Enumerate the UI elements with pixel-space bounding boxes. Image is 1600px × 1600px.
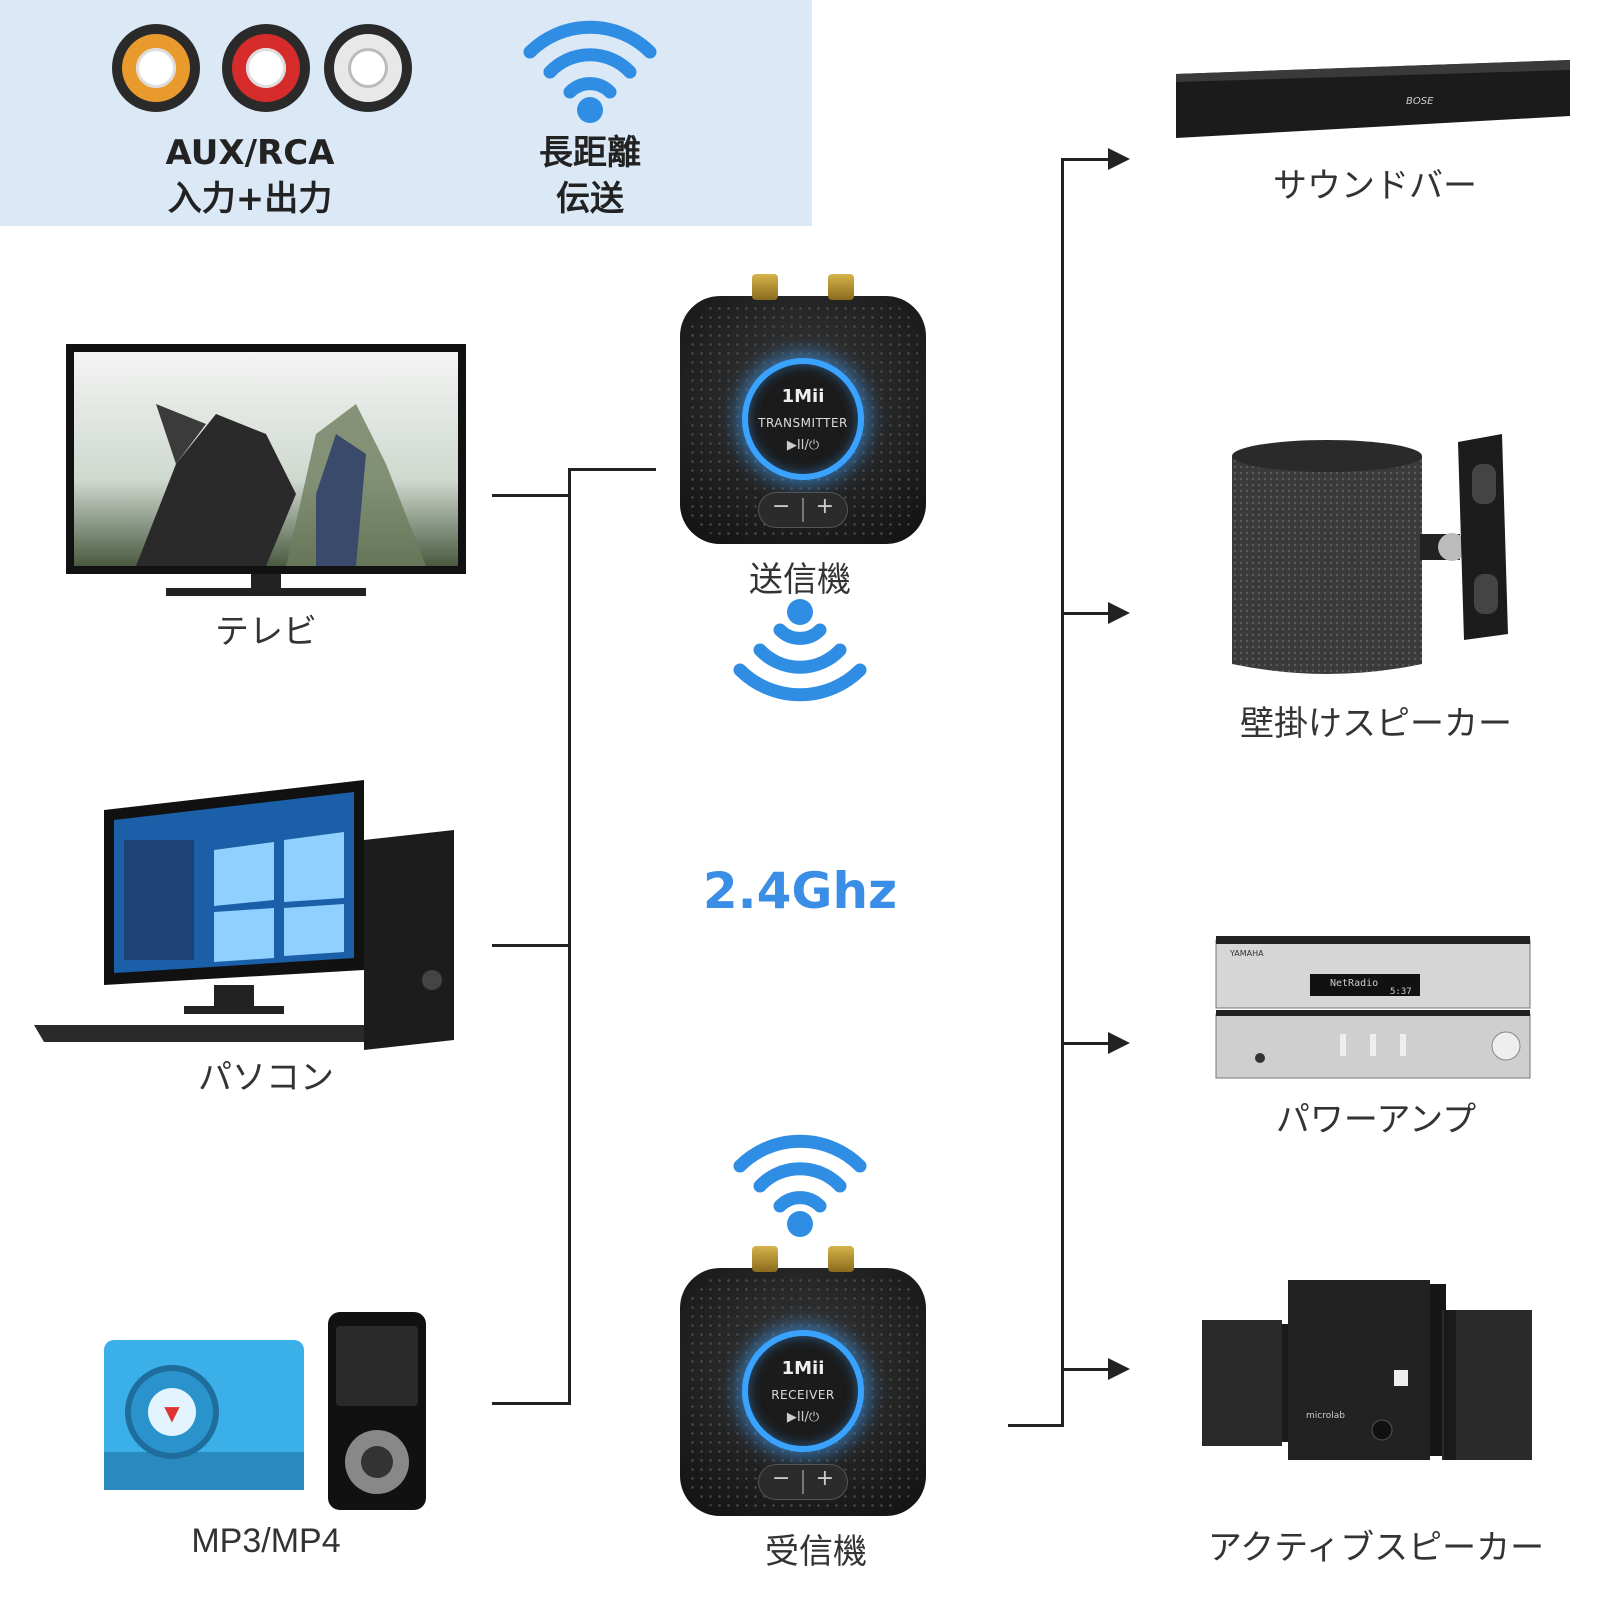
transmitter-device: 1Mii TRANSMITTER ▶II/⏻ − + [680, 274, 926, 544]
pc-label: パソコン [198, 1058, 334, 1098]
aux-feature-line1: AUX/RCA [165, 133, 335, 173]
soundbar-connector [1061, 158, 1111, 161]
range-feature-line1: 長距離 [539, 133, 641, 173]
wall-speaker-label: 壁掛けスピーカー [1240, 704, 1512, 744]
transmitter-play-power-icon: ▶II/⏻ [786, 438, 820, 453]
volume-up-icon[interactable]: + [815, 1466, 834, 1491]
receiver-mode: RECEIVER [771, 1388, 835, 1402]
receiver-power-ring[interactable]: 1Mii RECEIVER ▶II/⏻ [742, 1330, 864, 1452]
receiver-device: 1Mii RECEIVER ▶II/⏻ − + [680, 1246, 926, 1516]
transmitter-label: 送信機 [749, 560, 851, 600]
receiver-play-power-icon: ▶II/⏻ [786, 1410, 820, 1425]
active-speaker-connector [1061, 1368, 1111, 1371]
active-speaker-label: アクティブスピーカー [1207, 1528, 1545, 1568]
transmit-signal-icon [733, 599, 867, 702]
transmitter-connector [568, 468, 656, 471]
receiver-brand: 1Mii [781, 1358, 825, 1379]
active-speaker-image: microlab [1202, 1280, 1532, 1460]
volume-down-icon[interactable]: − [772, 1466, 791, 1491]
wall-speaker-arrow-icon [1108, 602, 1130, 624]
tv-connector [492, 494, 570, 497]
speaker-brand: microlab [1306, 1411, 1345, 1421]
power-amp-image: NetRadio 5:37 YAMAHA [1215, 936, 1531, 1079]
amp-display-text: NetRadio [1330, 978, 1378, 989]
soundbar-image: BOSE [1176, 60, 1570, 138]
transmitter-brand: 1Mii [781, 386, 825, 407]
source-bus-line [568, 468, 571, 1405]
mp3-label: MP3/MP4 [191, 1522, 341, 1560]
power-amp-label: パワーアンプ [1275, 1100, 1477, 1140]
volume-down-icon[interactable]: − [772, 494, 791, 519]
transmitter-volume-buttons[interactable]: − + [758, 492, 848, 528]
amp-brand: YAMAHA [1229, 949, 1264, 958]
receive-signal-icon [733, 1134, 867, 1237]
svg-text:▼: ▼ [164, 1401, 180, 1425]
feature-banner [0, 0, 812, 226]
wifi-range-icon [523, 20, 657, 123]
receiver-label: 受信機 [765, 1532, 867, 1572]
active-speaker-arrow-icon [1108, 1358, 1130, 1380]
aux-feature-line2: 入力+出力 [167, 179, 333, 219]
wall-speaker-image [1232, 434, 1508, 674]
mp3-connector [492, 1402, 570, 1405]
tv-label: テレビ [215, 612, 317, 652]
receiver-volume-buttons[interactable]: − + [758, 1464, 848, 1500]
power-amp-arrow-icon [1108, 1032, 1130, 1054]
soundbar-arrow-icon [1108, 148, 1130, 170]
receiver-connector [1008, 1424, 1064, 1427]
mp3-player-image: ▼ [104, 1312, 426, 1510]
rca-port-white-icon [324, 24, 412, 112]
wall-speaker-connector [1061, 612, 1111, 615]
rca-port-red-icon [222, 24, 310, 112]
soundbar-label: サウンドバー [1273, 166, 1477, 206]
pc-image [34, 780, 454, 1050]
soundbar-brand: BOSE [1406, 96, 1434, 107]
aux-feature-label: AUX/RCA 入力+出力 [130, 130, 370, 222]
range-feature-line2: 伝送 [556, 179, 624, 219]
transmitter-mode: TRANSMITTER [758, 416, 848, 430]
output-bus-line [1061, 158, 1064, 1427]
volume-up-icon[interactable]: + [815, 494, 834, 519]
frequency-label: 2.4Ghz [702, 862, 898, 920]
rca-port-orange-icon [112, 24, 200, 112]
pc-connector [492, 944, 570, 947]
power-amp-connector [1061, 1042, 1111, 1045]
tv-image [66, 344, 466, 596]
range-feature-label: 長距離 伝送 [490, 130, 690, 222]
amp-display-time: 5:37 [1390, 987, 1412, 997]
transmitter-power-ring[interactable]: 1Mii TRANSMITTER ▶II/⏻ [742, 358, 864, 480]
